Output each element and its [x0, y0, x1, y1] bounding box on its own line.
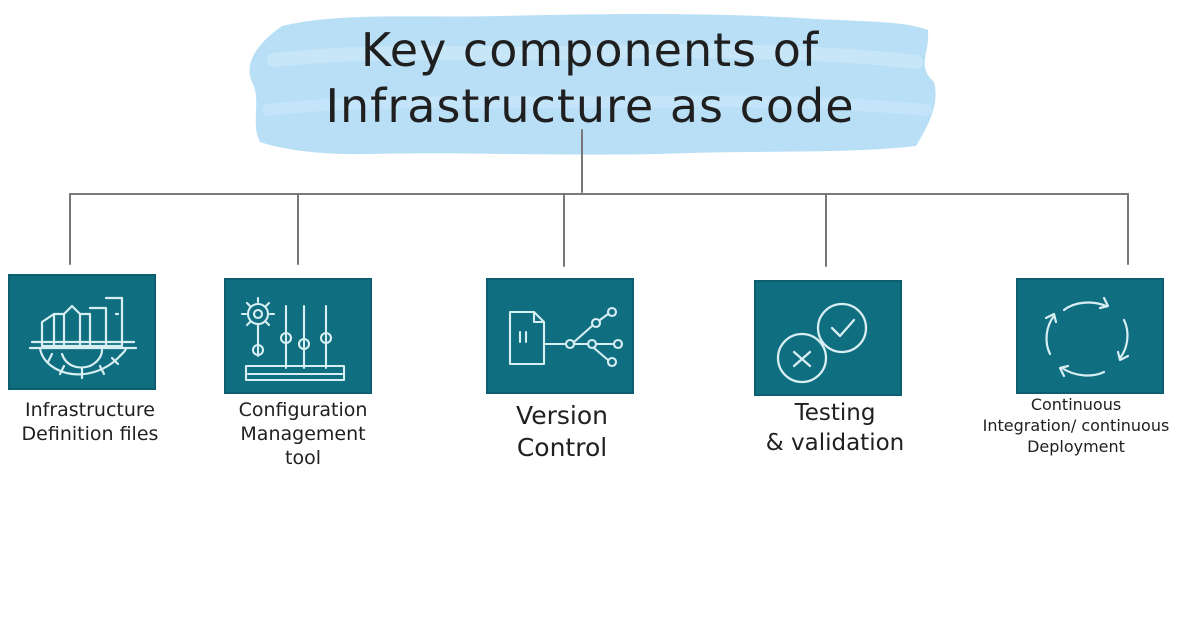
label-infrastructure-definition-files: Infrastructure Definition files [0, 398, 180, 446]
label-line: Control [516, 433, 608, 462]
label-line: Testing [794, 400, 876, 426]
label-testing-validation: Testing & validation [740, 398, 930, 458]
title-block: Key components of Infrastructure as code [240, 8, 940, 158]
label-line: Integration/ continuous [982, 416, 1170, 435]
label-cicd: Continuous Integration/ continuous Deplo… [958, 394, 1194, 457]
label-line: Management [240, 423, 366, 445]
label-line: Version [516, 401, 608, 430]
label-line: tool [285, 447, 321, 469]
cycle-arrows-icon [1044, 296, 1130, 378]
label-line: & validation [765, 430, 905, 456]
label-line: Definition files [21, 423, 159, 445]
testing-validation-icon [776, 302, 868, 384]
title-line-1: Key components of [360, 23, 820, 77]
label-line: Configuration [238, 399, 368, 421]
component-card-infrastructure [8, 274, 156, 390]
label-line: Infrastructure [24, 399, 155, 421]
component-card-version-control [486, 278, 634, 394]
label-line: Deployment [1027, 437, 1125, 456]
component-card-configuration [224, 278, 372, 394]
component-card-testing [754, 280, 902, 396]
label-configuration-management-tool: Configuration Management tool [210, 398, 396, 470]
configuration-tool-icon [240, 296, 346, 382]
title-highlight [249, 14, 936, 155]
page-title: Key components of Infrastructure as code [240, 22, 940, 134]
label-version-control: Version Control [482, 400, 642, 464]
component-card-cicd [1016, 278, 1164, 394]
title-line-2: Infrastructure as code [325, 79, 855, 133]
infrastructure-icon [28, 296, 138, 380]
label-line: Continuous [1030, 395, 1122, 414]
version-control-icon [508, 306, 624, 368]
